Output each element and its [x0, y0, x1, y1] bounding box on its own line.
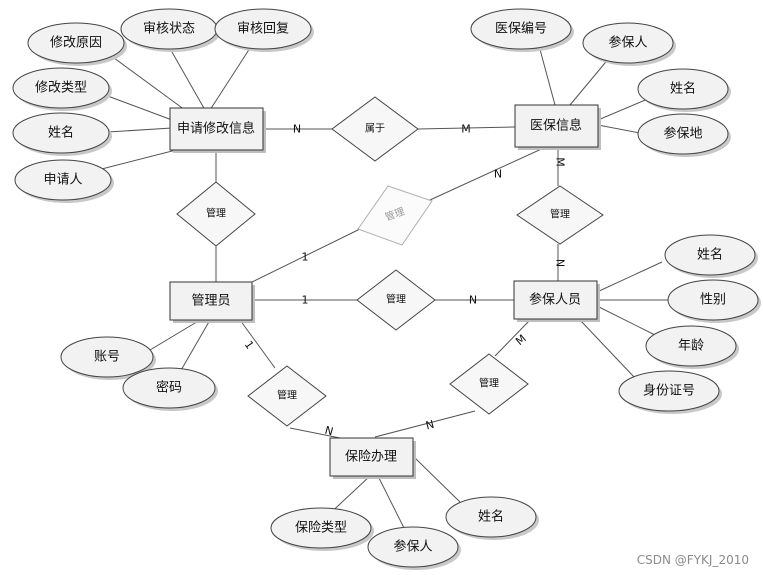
- attr-insured-gender: 性别: [667, 279, 761, 323]
- svg-text:账号: 账号: [94, 350, 120, 365]
- attr-insured-idcard: 身份证号: [618, 370, 722, 414]
- entity-handle-label: 保险办理: [345, 450, 397, 465]
- attr-apply-applicant: 申请人: [14, 159, 114, 203]
- card-mgr-medical: N: [494, 168, 502, 181]
- relationship-manage-insured-label: 管理: [386, 293, 406, 306]
- relationship-manage-handle-admin-label: 管理: [277, 389, 297, 402]
- relationship-manage-handle-insured-label: 管理: [479, 377, 499, 390]
- svg-text:参保人: 参保人: [608, 35, 647, 51]
- attr-admin-password: 密码: [122, 367, 218, 411]
- svg-text:身份证号: 身份证号: [643, 383, 695, 399]
- connection-lines: [89, 41, 668, 531]
- attr-apply-review-status: 审核状态: [120, 8, 220, 52]
- attr-apply-reason: 修改原因: [27, 22, 127, 66]
- svg-text:参保地: 参保地: [663, 126, 702, 142]
- card-apply-belongs: N: [293, 123, 301, 136]
- svg-text:审核状态: 审核状态: [143, 22, 195, 37]
- entity-medical-label: 医保信息: [530, 118, 582, 134]
- card-admin-mgr-insured: 1: [302, 294, 309, 307]
- relationship-belongs-label: 属于: [365, 123, 385, 135]
- svg-text:姓名: 姓名: [478, 509, 504, 525]
- svg-text:姓名: 姓名: [48, 125, 74, 141]
- svg-text:修改类型: 修改类型: [35, 81, 87, 96]
- relationship-manage-handle-admin: 管理: [247, 365, 327, 427]
- attr-medical-name: 姓名: [637, 68, 731, 112]
- relationship-manage-insured-medical-label: 管理: [550, 208, 570, 221]
- svg-text:申请人: 申请人: [43, 173, 82, 188]
- attr-medical-insured: 参保人: [582, 22, 676, 66]
- entity-insured: 参保人员: [513, 280, 600, 322]
- watermark: CSDN @FYKJ_2010: [636, 553, 749, 567]
- relationship-manage-apply-label: 管理: [206, 207, 226, 220]
- attr-apply-review-reply: 审核回复: [214, 8, 314, 52]
- svg-text:年龄: 年龄: [678, 339, 704, 354]
- svg-text:保险类型: 保险类型: [295, 521, 347, 536]
- entity-insured-label: 参保人员: [529, 292, 581, 308]
- attr-handle-insured: 参保人: [367, 526, 461, 570]
- svg-text:参保人: 参保人: [393, 539, 432, 555]
- svg-text:密码: 密码: [156, 380, 182, 396]
- svg-text:医保编号: 医保编号: [495, 22, 547, 37]
- attr-medical-location: 参保地: [637, 113, 731, 157]
- card-handle-mgr-insured: N: [424, 418, 435, 433]
- relationship-manage-insured-medical: 管理: [516, 185, 604, 245]
- card-mgr-insured-insured2: N: [469, 294, 477, 307]
- svg-text:性别: 性别: [700, 293, 726, 308]
- entity-handle: 保险办理: [329, 437, 416, 479]
- svg-text:修改原因: 修改原因: [50, 36, 102, 51]
- attr-insured-name: 姓名: [664, 234, 758, 278]
- card-mgr-insured-insured: N: [554, 259, 567, 267]
- card-admin-mgr-handle: 1: [242, 338, 257, 351]
- relationship-manage-insured: 管理: [356, 269, 436, 331]
- card-mgr-handle-handle: N: [323, 424, 334, 439]
- entity-admin-label: 管理员: [191, 294, 230, 309]
- attr-handle-name: 姓名: [445, 496, 539, 540]
- attr-admin-account: 账号: [60, 336, 156, 380]
- entity-apply: 申请修改信息: [169, 107, 266, 153]
- card-admin-mgr-medical: 1: [302, 251, 309, 264]
- entity-admin: 管理员: [169, 281, 255, 323]
- svg-text:姓名: 姓名: [670, 81, 696, 97]
- card-medical-mgr-insured: M: [554, 157, 567, 167]
- entity-apply-label: 申请修改信息: [177, 121, 255, 137]
- attr-apply-modify-type: 修改类型: [12, 67, 112, 111]
- attr-medical-id: 医保编号: [470, 8, 574, 52]
- relationship-manage-handle-insured: 管理: [449, 353, 529, 415]
- entity-medical: 医保信息: [514, 104, 601, 150]
- attr-insured-age: 年龄: [645, 325, 739, 369]
- attr-handle-type: 保险类型: [270, 507, 374, 551]
- attr-apply-name: 姓名: [12, 112, 112, 156]
- svg-text:审核回复: 审核回复: [237, 22, 289, 37]
- svg-text:姓名: 姓名: [697, 247, 723, 263]
- card-belongs-medical: M: [461, 123, 471, 136]
- relationship-manage-medical: 管理: [357, 185, 433, 246]
- relationship-belongs: 属于: [331, 96, 419, 162]
- relationship-manage-apply: 管理: [176, 181, 256, 247]
